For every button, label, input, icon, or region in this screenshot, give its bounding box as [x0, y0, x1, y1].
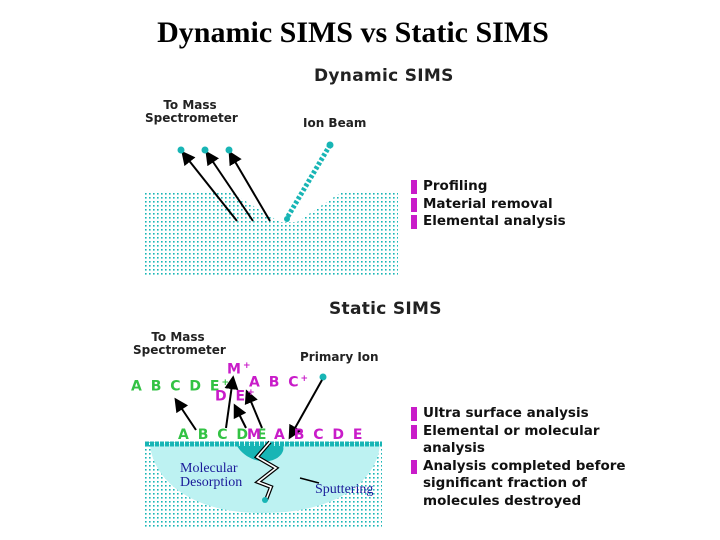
static-arrow-de	[233, 403, 247, 429]
bullet-mark	[411, 407, 417, 421]
bullet-item: Analysis completed before	[411, 458, 626, 476]
bullet-mark	[411, 459, 417, 474]
static-arrow-abc	[244, 389, 263, 429]
bullet-continuation: significant fraction of	[423, 475, 587, 491]
ejected-arrow-2	[205, 150, 254, 222]
bullet-item: Elemental analysis	[411, 213, 566, 231]
page-title: Dynamic SIMS vs Static SIMS	[157, 16, 549, 49]
de-plus-label: D E+	[215, 388, 257, 405]
static-arrow-m	[224, 375, 239, 429]
static-to-mass-label: To Mass Spectrometer	[133, 330, 226, 357]
label-line: To Mass	[163, 98, 217, 112]
bullet-mark	[411, 180, 417, 194]
primary-ion-label: Primary Ion	[300, 350, 379, 364]
ejected-arrow-3	[228, 150, 271, 222]
bullet-item: Ultra surface analysis	[411, 405, 626, 423]
bullet-item: Material removal	[411, 196, 566, 214]
surface-left-label: A B C D E	[178, 427, 269, 443]
bullet-mark	[411, 424, 417, 439]
ejected-arrow-1	[181, 150, 238, 222]
bullet-item: Profiling	[411, 178, 566, 196]
label-line: Molecular	[180, 461, 238, 476]
primary-ion-arrow	[288, 379, 323, 440]
bullet-mark	[411, 197, 417, 212]
m-plus-label: M+	[227, 361, 253, 378]
bullet-mark	[411, 215, 417, 229]
dynamic-to-mass-label: To Mass Spectrometer	[145, 98, 238, 125]
dynamic-bullet-list: Profiling Material removal Elemental ana…	[411, 178, 566, 231]
surface-m-label: M	[247, 427, 263, 443]
static-sims-heading: Static SIMS	[329, 299, 442, 319]
abcde-plus-label: A B C D E+	[131, 378, 232, 395]
label-line: Spectrometer	[133, 343, 226, 357]
sputtering-arrow	[299, 477, 320, 484]
ion-beam-label: Ion Beam	[303, 116, 367, 130]
static-arrow-left	[174, 397, 197, 431]
abc-plus-label: A B C+	[249, 374, 311, 391]
static-bullet-list: Ultra surface analysis Elemental or mole…	[411, 405, 626, 510]
molecular-desorption-label: Molecular Desorption	[180, 462, 242, 490]
label-line: Desorption	[180, 475, 243, 490]
label-line: Spectrometer	[145, 111, 238, 125]
label-line: To Mass	[151, 330, 205, 344]
dynamic-sims-heading: Dynamic SIMS	[314, 66, 454, 86]
dynamic-substrate	[145, 193, 398, 277]
sputtering-label: Sputtering	[315, 482, 374, 497]
surface-right-label: A B C D E	[274, 427, 365, 443]
bullet-item: Elemental or molecular	[411, 423, 626, 441]
bullet-continuation: analysis	[423, 440, 485, 456]
bullet-continuation: molecules destroyed	[423, 492, 582, 509]
ion-beam	[284, 143, 333, 220]
